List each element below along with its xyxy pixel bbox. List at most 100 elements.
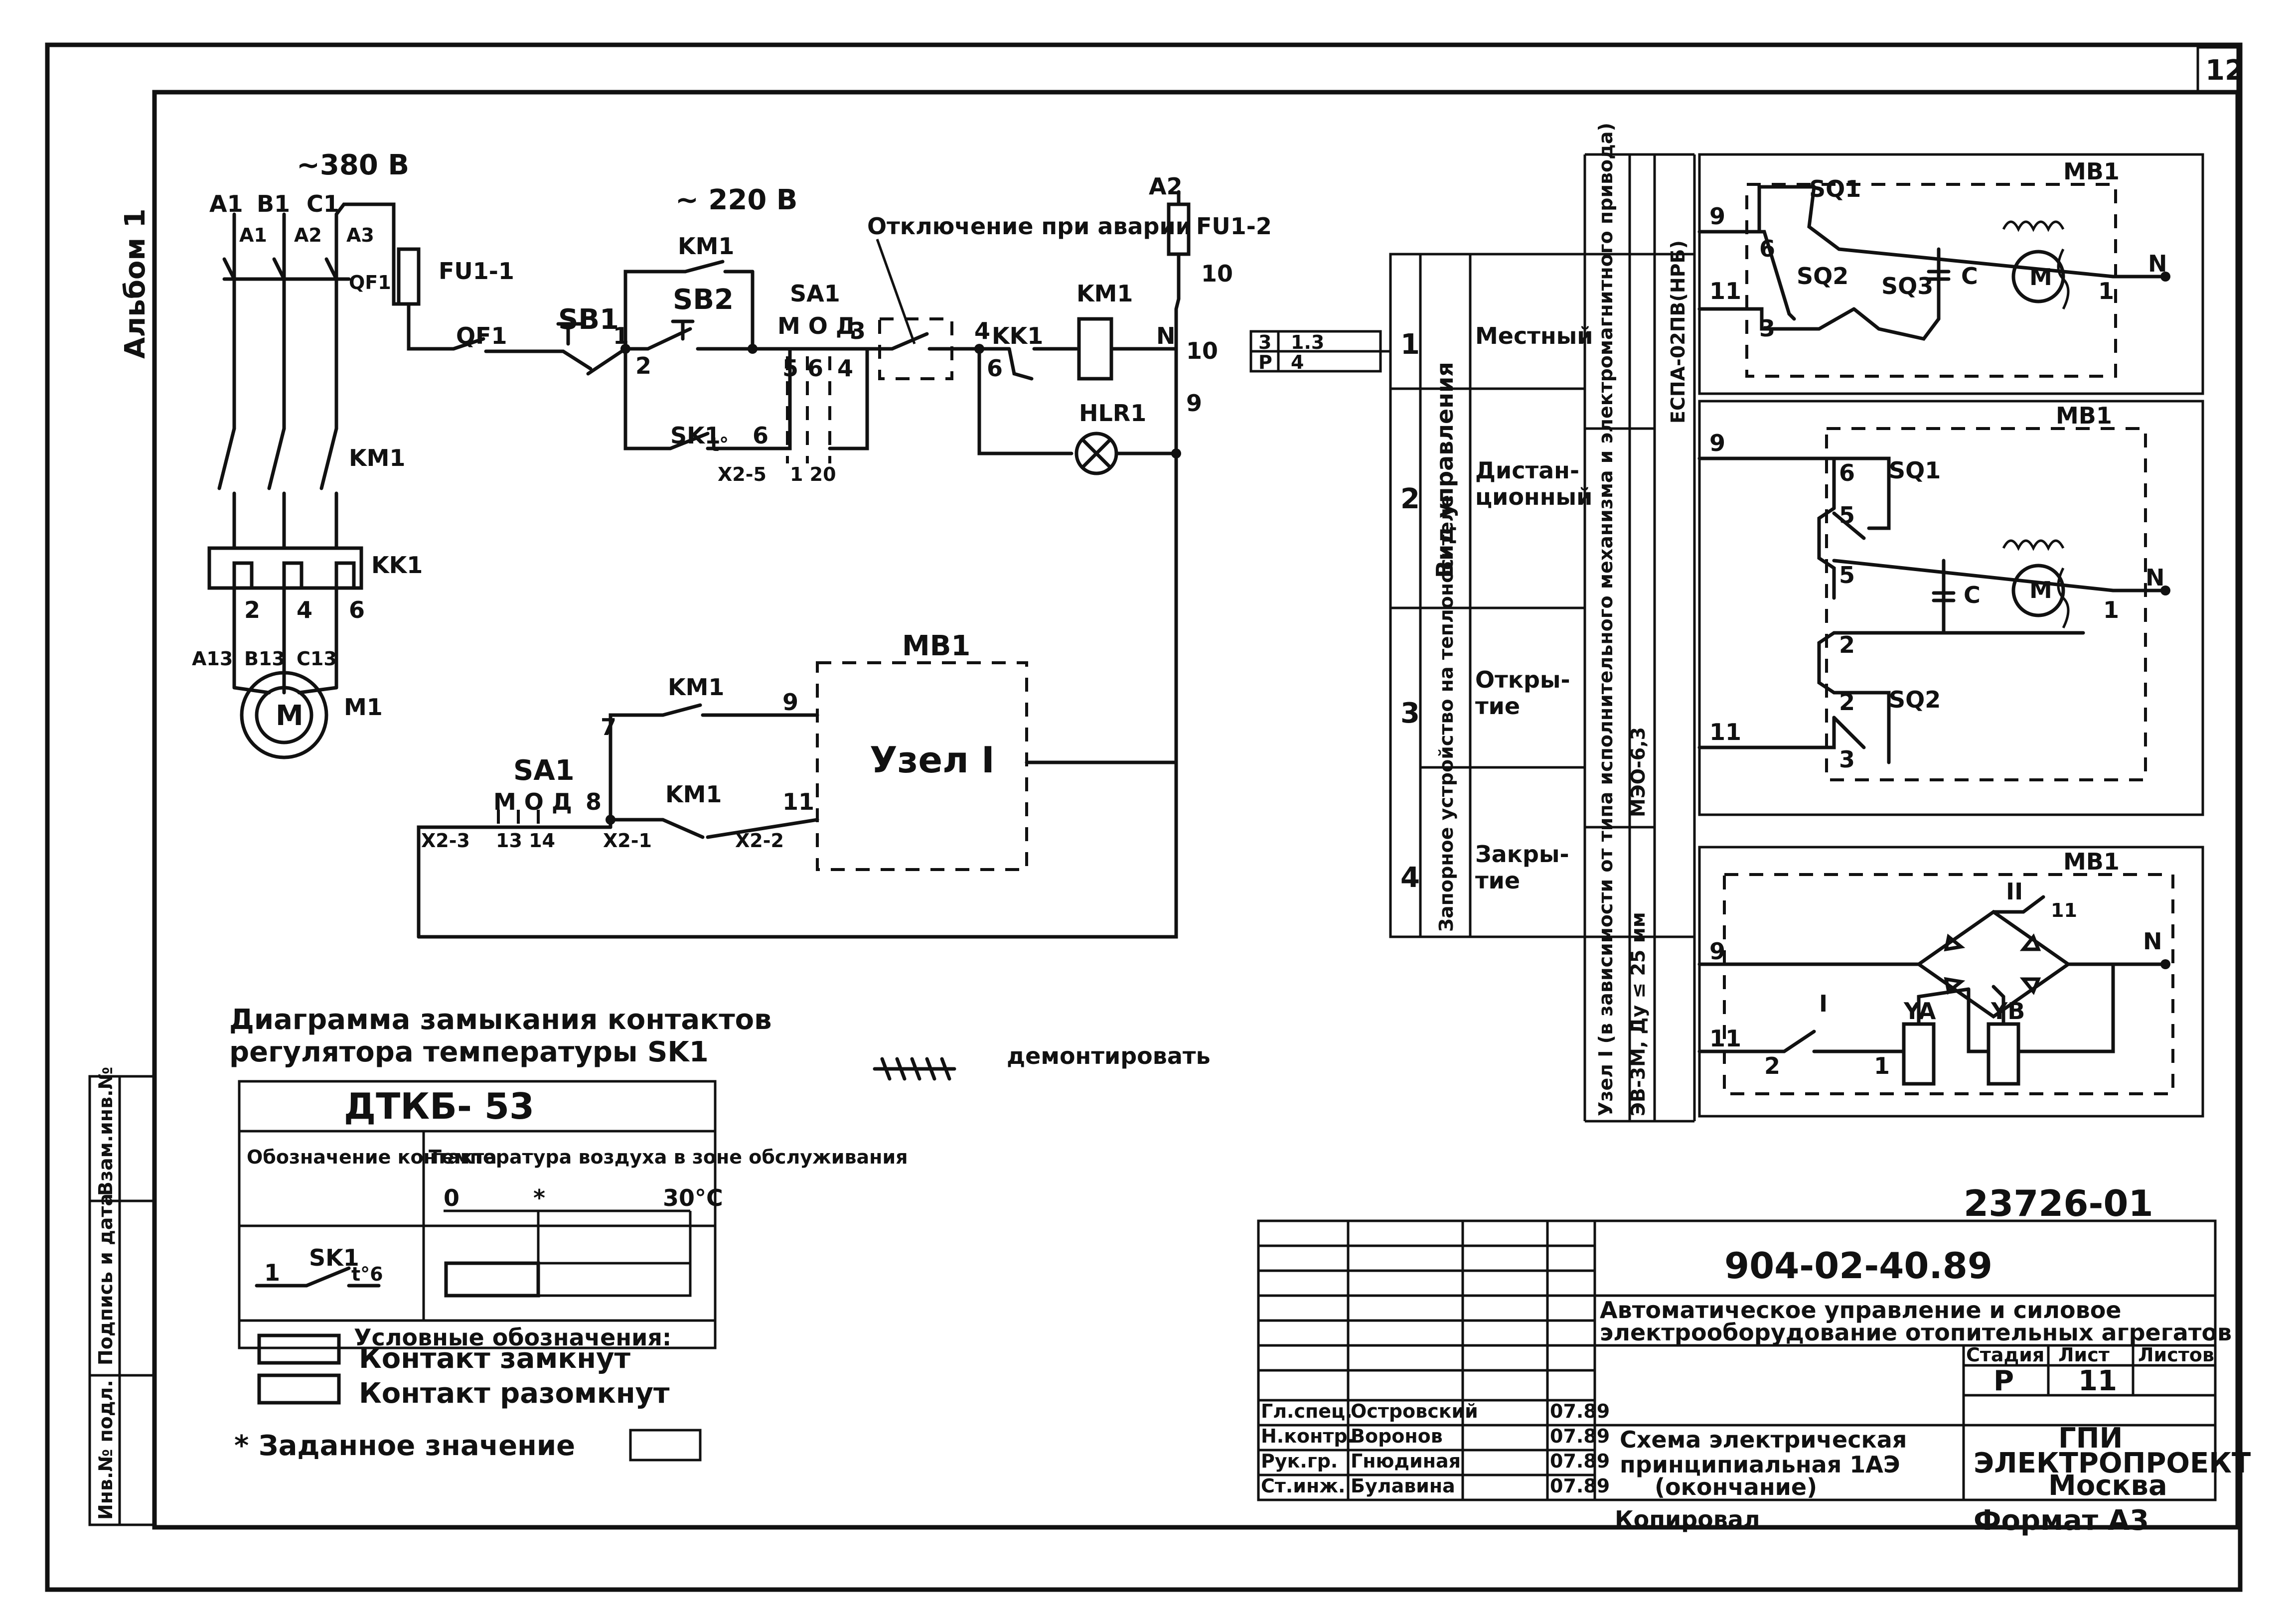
- emergency-label: Отключение при аварии: [867, 213, 1192, 240]
- scheme-a-sq3: SQ3: [1881, 273, 1933, 299]
- scheme-b-5a: 5: [1839, 502, 1855, 529]
- legend-title: Условные обозначения:: [354, 1324, 671, 1351]
- scheme-a-m: M: [2029, 264, 2052, 291]
- scale-0: 0: [444, 1184, 459, 1211]
- ref-box: 3 1.3 P 4: [1249, 330, 1390, 373]
- motor-symbol: M: [276, 700, 304, 732]
- terminal-6: 6: [349, 596, 365, 623]
- role-1: Гл.спец.: [1261, 1400, 1353, 1422]
- node-3: 3: [850, 317, 866, 344]
- supply-voltage: ~380 В: [297, 149, 409, 181]
- scheme-a-sq2: SQ2: [1797, 263, 1848, 290]
- doc-code: 23726-01: [1964, 1182, 2153, 1224]
- coil-km1: KM1: [1076, 280, 1133, 307]
- scheme-c-mb1: MB1: [2063, 848, 2120, 875]
- stamp-sheet-h: Лист: [2058, 1344, 2110, 1366]
- switch-sa1: SA1: [790, 280, 840, 307]
- scheme-b-1: 1: [2103, 596, 2119, 623]
- album-label: Альбом 1: [119, 208, 152, 359]
- lower-n11: 11: [782, 788, 814, 815]
- scheme-c-roman2: II: [2006, 878, 2023, 905]
- role-2: Н.контр.: [1261, 1425, 1355, 1447]
- ref-3: 3: [1258, 331, 1271, 353]
- name-2: Воронов: [1351, 1425, 1443, 1447]
- phase-a1: A1: [209, 190, 243, 217]
- diagram-device: ДТКБ- 53: [344, 1085, 534, 1127]
- scheme-a-9: 9: [1709, 203, 1725, 230]
- stamp-stage: Р: [1993, 1365, 2014, 1397]
- mode-remote: Дистан-ционный: [1475, 457, 1592, 510]
- mode-col-espa: ЕСПА-02ПВ(НРБ): [1667, 240, 1689, 424]
- label-n: N: [1156, 322, 1176, 349]
- ref-p: P: [1258, 351, 1272, 373]
- node-5: 5: [782, 355, 798, 382]
- scale-star: *: [533, 1184, 545, 1211]
- scheme-b-6: 6: [1839, 459, 1855, 486]
- contact-right: t°6: [351, 1263, 383, 1285]
- scheme-a-3: 3: [1759, 315, 1775, 342]
- date-1: 07.89: [1550, 1400, 1610, 1422]
- contact-left: 1: [264, 1259, 280, 1286]
- scheme-c: MB1 9 11 II 11 N I 2 1 YA YB: [1697, 846, 2204, 1118]
- diagram-note: * Заданное значение: [234, 1430, 575, 1462]
- mode-col-header: Узел I (в зависимости от типа исполнител…: [1595, 123, 1617, 1116]
- node-4: 4: [974, 317, 990, 344]
- legend-closed: Контакт замкнут: [359, 1342, 630, 1375]
- lower-n8: 8: [586, 788, 602, 815]
- mode-local: Местный: [1475, 322, 1593, 349]
- side-replace: Взам.инв.№: [95, 1067, 117, 1196]
- dismantle-label: демонтировать: [1007, 1042, 1211, 1069]
- diagram-col1: Обозначение контакта: [247, 1146, 497, 1168]
- control-circuit: ~ 220 В QF1 SB1 KM1 SB2 SK1 t° X2-5 1 20…: [417, 173, 1272, 939]
- node-6: 6: [807, 355, 823, 382]
- relay-kk1: KK1: [371, 552, 423, 579]
- node-4b: 4: [837, 355, 853, 382]
- org-1: ГПИ: [2058, 1422, 2123, 1455]
- scheme-c-2: 2: [1764, 1052, 1780, 1079]
- wire-a13: A13: [192, 648, 233, 670]
- name-1: Островский: [1351, 1400, 1478, 1422]
- lower-km1-b: KM1: [665, 781, 722, 808]
- stamp-title-1: Автоматическое управление и силовое: [1600, 1297, 2122, 1324]
- scheme-c-yb: YB: [1990, 998, 2025, 1025]
- ref-4: 4: [1291, 351, 1304, 373]
- mid-a1: A1: [239, 224, 267, 246]
- lower-circuit: MB1 Узел I SA1 М О Д 13 14 X2-3 X2-1 X2-…: [417, 630, 1178, 939]
- control-voltage: ~ 220 В: [675, 184, 798, 216]
- scheme-c-1: 1: [1874, 1052, 1890, 1079]
- title-block: 23726-01 904-02-40.89 Автоматическое упр…: [1257, 1182, 2251, 1537]
- project-code: 904-02-40.89: [1724, 1245, 1992, 1287]
- scheme-c-roman1: I: [1819, 990, 1828, 1017]
- sheet-frame: 12: [45, 42, 2244, 1592]
- drawing-title-3: (окончание): [1655, 1473, 1817, 1500]
- wire-b13: B13: [244, 648, 285, 670]
- sheet-number: 12: [2205, 54, 2244, 87]
- terminal-2: 2: [244, 596, 260, 623]
- scheme-b-3: 3: [1839, 746, 1855, 773]
- lamp-hlr1: HLR1: [1079, 400, 1146, 427]
- mb1-label: MB1: [902, 630, 970, 662]
- mode-num-2: 2: [1400, 483, 1420, 515]
- contact-name: SK1: [309, 1244, 359, 1271]
- node-6c: 6: [753, 422, 768, 449]
- scheme-b-2: 2: [1839, 631, 1855, 658]
- diagram-col2: Температура воздуха в зоне обслуживания: [429, 1146, 908, 1168]
- node-10-top: 10: [1201, 260, 1233, 287]
- scheme-b: MB1 9 11 6 SQ1 5 5 C M 1 N 2 2 SQ2 3: [1697, 400, 2204, 816]
- dismantle-legend: демонтировать: [873, 1042, 1211, 1081]
- stamp-sheets-h: Листов: [2138, 1344, 2214, 1366]
- lower-n7: 7: [601, 714, 616, 740]
- power-circuit: ~380 В A1 B1 C1 A1 A2 A3 QF1 FU1-1 KM1: [192, 149, 514, 759]
- name-4: Булавина: [1351, 1475, 1455, 1497]
- scheme-a: MB1 9 11 SQ1 SQ2 SQ3 6 3 C M 1 N: [1697, 153, 2204, 395]
- control-kk1: KK1: [992, 322, 1043, 349]
- mode-num-4: 4: [1400, 862, 1420, 894]
- motor-m1: M1: [344, 694, 383, 721]
- terminal-4: 4: [297, 596, 312, 623]
- legend-open: Контакт разомкнут: [359, 1377, 670, 1410]
- scheme-c-11b: 11: [2051, 899, 2077, 921]
- paper-format: Формат А3: [1974, 1504, 2149, 1537]
- diagram-title-1: Диаграмма замыкания контактов: [229, 1004, 772, 1036]
- date-3: 07.89: [1550, 1450, 1610, 1472]
